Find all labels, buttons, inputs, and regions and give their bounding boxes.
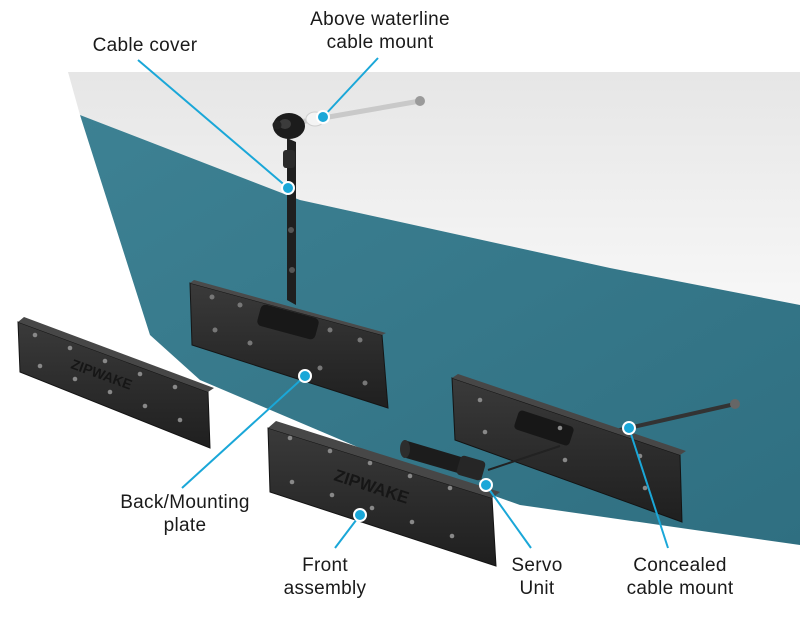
servo-unit xyxy=(400,440,561,481)
label-back-mounting-line1: Back/Mounting xyxy=(120,492,250,513)
label-servo-unit: Servo Unit xyxy=(492,554,582,600)
label-back-mounting-plate: Back/Mounting plate xyxy=(95,491,275,537)
label-concealed-cable-mount: Concealed cable mount xyxy=(600,554,760,600)
callout-dot-back-mounting xyxy=(298,369,312,383)
hull-upper-white xyxy=(68,72,800,305)
callout-lines xyxy=(137,57,669,549)
front-assembly-center: ZIPWAKE xyxy=(267,421,500,567)
callout-line-servo xyxy=(485,484,532,549)
callout-dots xyxy=(281,110,636,522)
front-assembly-left: ZIPWAKE xyxy=(17,317,214,449)
callout-dot-servo xyxy=(479,478,493,492)
callout-dot-front-assembly xyxy=(353,508,367,522)
callout-line-cable-cover xyxy=(137,59,289,189)
callout-dot-concealed xyxy=(622,421,636,435)
callout-line-above-waterline xyxy=(322,57,379,118)
back-mounting-plate-mounted xyxy=(189,280,389,409)
label-cable-cover: Cable cover xyxy=(60,34,230,57)
label-front-assembly-line2: assembly xyxy=(283,578,367,599)
label-servo-line1: Servo xyxy=(511,555,563,576)
label-front-assembly: Front assembly xyxy=(255,554,395,600)
label-concealed-line2: cable mount xyxy=(626,578,734,599)
callout-line-back-mounting xyxy=(181,375,306,489)
label-above-waterline-line2: cable mount xyxy=(326,32,434,53)
label-cable-cover-text: Cable cover xyxy=(92,35,198,56)
callout-dot-cable-cover xyxy=(281,181,295,195)
label-servo-line2: Unit xyxy=(519,578,555,599)
label-above-waterline: Above waterline cable mount xyxy=(290,8,470,54)
label-back-mounting-line2: plate xyxy=(163,515,207,536)
callout-dot-above-waterline xyxy=(316,110,330,124)
label-above-waterline-line1: Above waterline xyxy=(310,9,450,30)
callout-line-concealed xyxy=(628,427,669,549)
label-concealed-line1: Concealed xyxy=(633,555,727,576)
label-front-assembly-line1: Front xyxy=(302,555,348,576)
